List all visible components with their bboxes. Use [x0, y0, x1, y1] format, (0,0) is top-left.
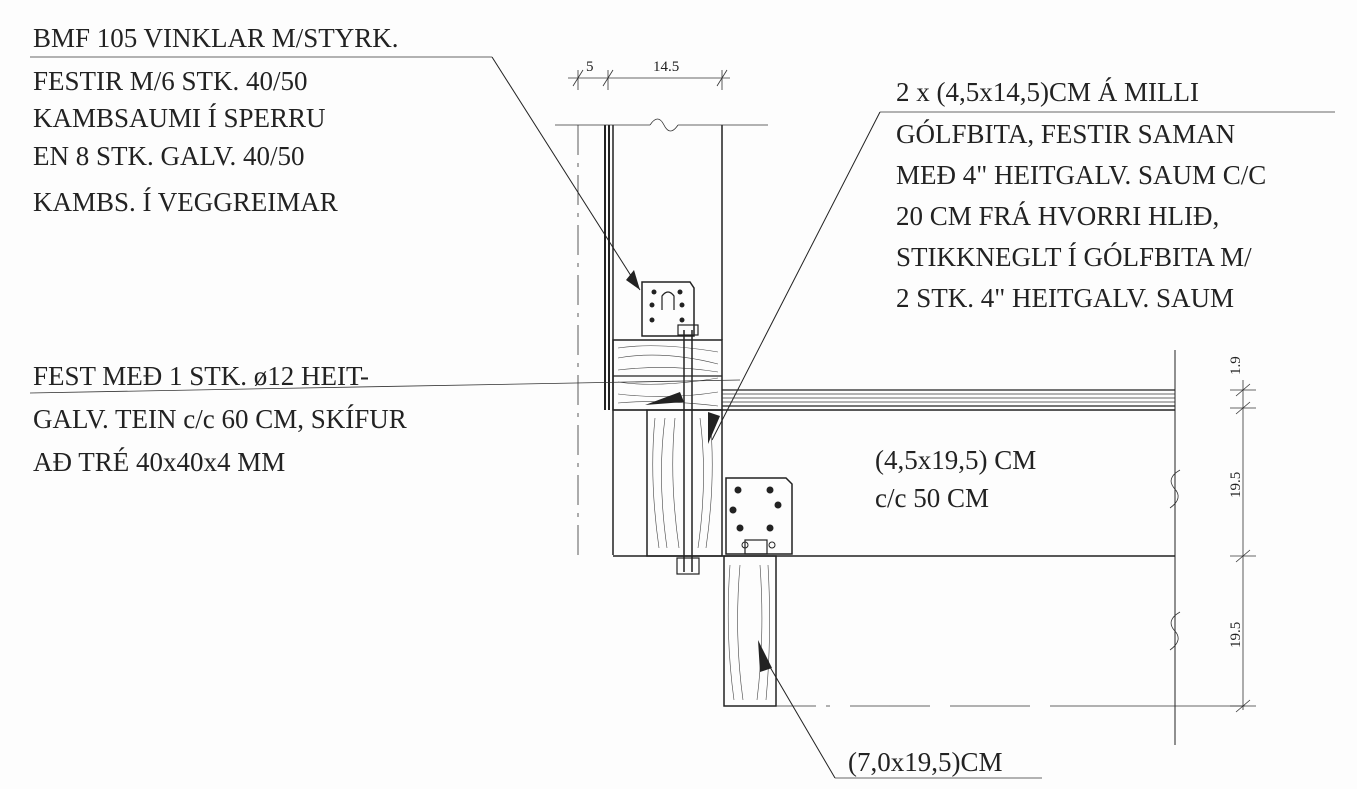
dim-right-1: 1.9 — [1228, 356, 1244, 375]
arrowhead-beam — [758, 640, 772, 672]
note-bolt-line-1: FEST MEÐ 1 STK. ø12 HEIT- — [33, 361, 369, 391]
note-floor-joist: (4,5x19,5) CM c/c 50 CM — [875, 445, 1036, 513]
angle-bracket-bottom — [725, 477, 793, 555]
dim-right-2: 19.5 — [1228, 472, 1244, 498]
note-bracket-line-5: KAMBS. Í VEGGREIMAR — [33, 187, 338, 217]
dimension-right: 1.9 19.5 19.5 — [1169, 356, 1256, 713]
note-bracket-line-3: KAMBSAUMI Í SPERRU — [33, 103, 326, 133]
dimension-top: 5 14.5 — [568, 59, 730, 90]
dim-top-left: 5 — [586, 59, 594, 75]
dim-right-3: 19.5 — [1228, 622, 1244, 648]
note-joists-line-1: 2 x (4,5x14,5)CM Á MILLI — [896, 77, 1199, 107]
wall-section — [555, 118, 768, 560]
floor-boards — [722, 350, 1176, 745]
note-joists-line-3: MEÐ 4" HEITGALV. SAUM C/C — [896, 160, 1266, 190]
rim-joists — [613, 409, 723, 557]
arrowhead-joists — [708, 412, 720, 444]
note-floor-joist-spacing: c/c 50 CM — [875, 483, 989, 513]
arrowhead-bracket — [626, 270, 640, 290]
break-symbol-right-1 — [1169, 469, 1181, 509]
note-bolt-line-2: GALV. TEIN c/c 60 CM, SKÍFUR — [33, 404, 407, 434]
support-beam — [723, 555, 1245, 707]
note-bracket: BMF 105 VINKLAR M/STYRK. FESTIR M/6 STK.… — [33, 23, 399, 217]
note-joists-line-5: STIKKNEGLT Í GÓLFBITA M/ — [896, 242, 1252, 272]
angle-bracket-top — [641, 281, 695, 337]
note-bolt-line-3: AÐ TRÉ 40x40x4 MM — [33, 447, 285, 477]
break-symbol-right-2 — [1169, 611, 1181, 651]
break-symbol-top — [649, 118, 679, 132]
note-joists-line-2: GÓLFBITA, FESTIR SAMAN — [896, 119, 1235, 149]
note-joists-line-4: 20 CM FRÁ HVORRI HLIÐ, — [896, 201, 1219, 231]
note-bracket-line-4: EN 8 STK. GALV. 40/50 — [33, 141, 305, 171]
leader-lines — [29, 56, 1335, 779]
threaded-rod — [676, 324, 700, 575]
note-bracket-line-1: BMF 105 VINKLAR M/STYRK. — [33, 23, 399, 53]
arrowhead-bolt — [645, 392, 684, 405]
note-beam-size: (7,0x19,5)CM — [848, 747, 1003, 777]
dim-top-right: 14.5 — [653, 59, 679, 75]
note-joists: 2 x (4,5x14,5)CM Á MILLI GÓLFBITA, FESTI… — [896, 77, 1266, 313]
note-bolt: FEST MEÐ 1 STK. ø12 HEIT- GALV. TEIN c/c… — [33, 361, 407, 477]
nut-top — [677, 324, 699, 336]
nut-bottom — [676, 557, 700, 575]
note-joists-line-6: 2 STK. 4" HEITGALV. SAUM — [896, 283, 1234, 313]
note-floor-joist-size: (4,5x19,5) CM — [875, 445, 1036, 475]
floor-joist — [613, 409, 1175, 557]
note-bracket-line-2: FESTIR M/6 STK. 40/50 — [33, 66, 308, 96]
